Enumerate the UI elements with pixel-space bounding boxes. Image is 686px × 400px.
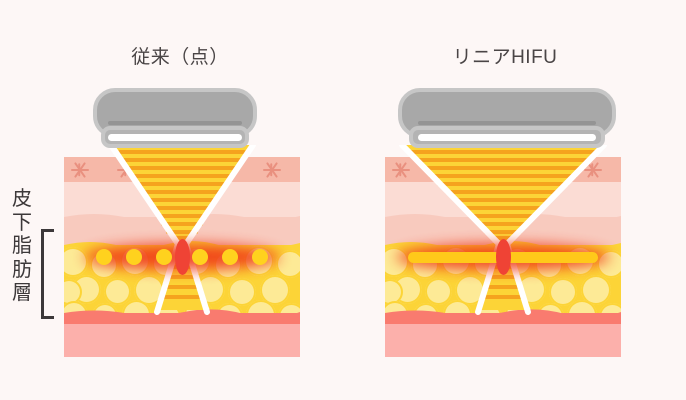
epidermis-layer — [385, 157, 621, 182]
capillary-star-icon — [437, 160, 456, 179]
epidermis-layer — [64, 157, 300, 182]
fat-cell — [385, 279, 403, 305]
handpiece-seam — [107, 121, 243, 125]
fat-cell — [104, 278, 131, 305]
base-tissue-layer — [385, 324, 621, 357]
fat-cell — [64, 247, 88, 277]
focal-point — [174, 239, 190, 275]
panel-title-left: 従来（点） — [131, 47, 229, 68]
base-tissue-layer — [64, 324, 300, 357]
emitter-window — [417, 134, 597, 141]
heat-dot — [156, 249, 172, 265]
heat-dot — [192, 249, 208, 265]
handpiece-seam — [417, 121, 597, 125]
dermis-wave — [385, 214, 621, 223]
label-char-5: 層 — [12, 282, 32, 305]
heat-dot — [252, 249, 268, 265]
muscle-wave — [385, 309, 621, 318]
heat-dot — [126, 249, 142, 265]
fat-cell — [276, 250, 300, 278]
capillary-star-icon — [391, 160, 410, 179]
dermis-wave — [64, 214, 300, 223]
capillary-star-icon — [116, 160, 135, 179]
subcutaneous-fat-label: 皮 下 脂 肪 層 — [6, 188, 38, 306]
capillary-star-icon — [533, 160, 552, 179]
fat-cell — [549, 278, 577, 306]
heat-dot — [222, 249, 238, 265]
muscle-band-layer — [385, 309, 621, 326]
label-char-2: 下 — [12, 211, 32, 234]
heat-zone-dots — [64, 232, 300, 282]
fat-layer-bracket — [41, 229, 54, 319]
panel-title-right: リニアHIFU — [452, 47, 558, 68]
hifu-handpiece-left[interactable] — [93, 88, 257, 152]
capillary-star-icon — [212, 160, 231, 179]
label-char-1: 皮 — [12, 188, 32, 210]
capillary-star-icon — [262, 160, 281, 179]
fat-cell — [228, 278, 256, 306]
heat-zone-line — [385, 232, 621, 282]
label-char-3: 脂 — [12, 235, 32, 258]
capillary-star-icon — [70, 160, 89, 179]
fat-cell — [64, 279, 82, 305]
muscle-wave — [64, 309, 300, 318]
fat-cell — [425, 278, 452, 305]
heat-dot — [96, 249, 112, 265]
label-char-4: 肪 — [12, 258, 32, 281]
emitter-window — [107, 134, 243, 141]
focal-point — [495, 239, 511, 275]
capillary-star-icon — [583, 160, 602, 179]
muscle-band-layer — [64, 309, 300, 326]
hifu-handpiece-right[interactable] — [398, 88, 616, 152]
